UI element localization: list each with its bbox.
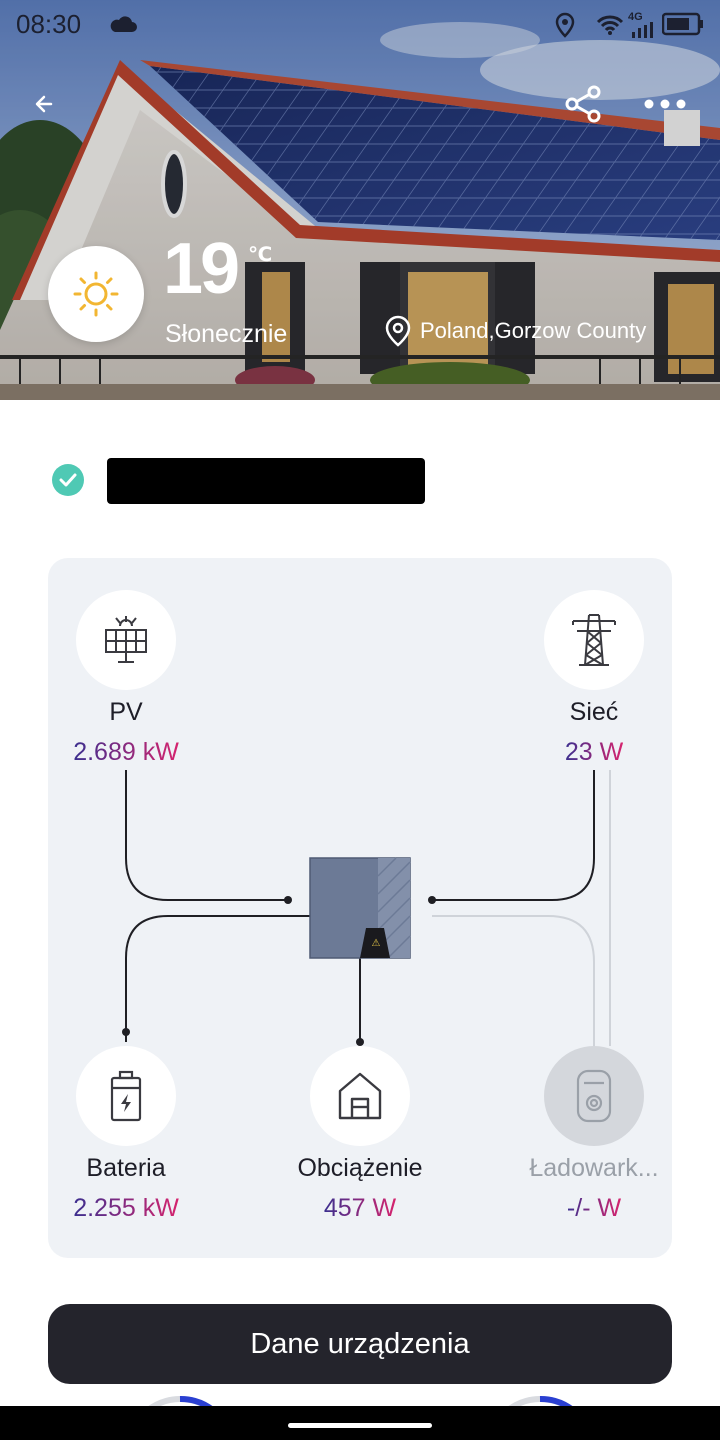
arrow-left-icon [35,95,53,113]
more-button[interactable] [640,88,690,120]
pv-value-text: 2.689 kW [73,738,179,766]
location-text: Poland,Gorzow County [420,318,647,343]
temperature-unit: ℃ [248,244,273,266]
energy-flow-card: ⚠ PV 2.689 kW Sieć [48,558,672,1258]
device-name-redacted [107,458,425,504]
location: Poland,Gorzow County [384,315,646,347]
cloud-icon [110,16,137,32]
pv-node[interactable] [76,590,176,690]
battery-icon [110,1070,142,1122]
svg-text:⚠: ⚠ [372,938,381,949]
wifi-icon [596,15,624,35]
status-time: 08:30 [16,9,82,39]
load-value: 457 W [250,1194,470,1223]
online-check-icon [52,464,84,496]
temperature-value: 19 [163,229,240,309]
grid-label: Sieć [569,698,619,726]
status-bar: 08:30 4G [0,0,720,50]
pv-label: PV [109,698,143,726]
share-icon [565,85,601,123]
share-button[interactable] [562,82,606,126]
grid-node[interactable] [544,590,644,690]
sun-icon [73,271,119,317]
back-button[interactable] [26,86,62,122]
inverter-icon: ⚠ [309,857,411,959]
location-pin-icon [385,315,411,347]
device-data-button[interactable]: Dane urządzenia [48,1304,672,1384]
battery-value-text: 2.255 kW [73,1194,179,1222]
home-handle[interactable] [288,1423,432,1428]
battery-status-icon [662,12,703,36]
weather-condition: Słonecznie [165,320,288,348]
hero-banner: 08:30 4G [0,0,720,400]
charger-label: Ładowark... [529,1154,659,1182]
load-node[interactable] [310,1046,410,1146]
grid-value-text: 23 W [564,738,624,766]
charger-node[interactable] [544,1046,644,1146]
energy-flow-lines: ⚠ [122,770,611,1046]
solar-panel-icon [105,616,147,663]
signal-icon [632,22,653,38]
house-solar-photo [0,0,720,400]
more-dots-icon [644,99,686,109]
pv-value: 2.689 kW [16,738,236,767]
house-icon [338,1072,382,1120]
location-status-icon [555,12,575,38]
load-value-text: 457 W [323,1194,397,1222]
power-tower-icon [572,614,616,666]
load-label: Obciążenie [297,1154,423,1182]
weather-icon-badge [48,246,144,342]
ev-charger-icon [576,1069,612,1123]
battery-value: 2.255 kW [16,1194,236,1223]
grid-value: 23 W [484,738,704,767]
network-type: 4G [628,11,643,23]
battery-node[interactable] [76,1046,176,1146]
device-name-row[interactable] [52,450,425,510]
charger-value-text: -/- W [566,1194,622,1222]
charger-value: -/- W [484,1194,704,1223]
battery-label: Bateria [86,1154,166,1182]
